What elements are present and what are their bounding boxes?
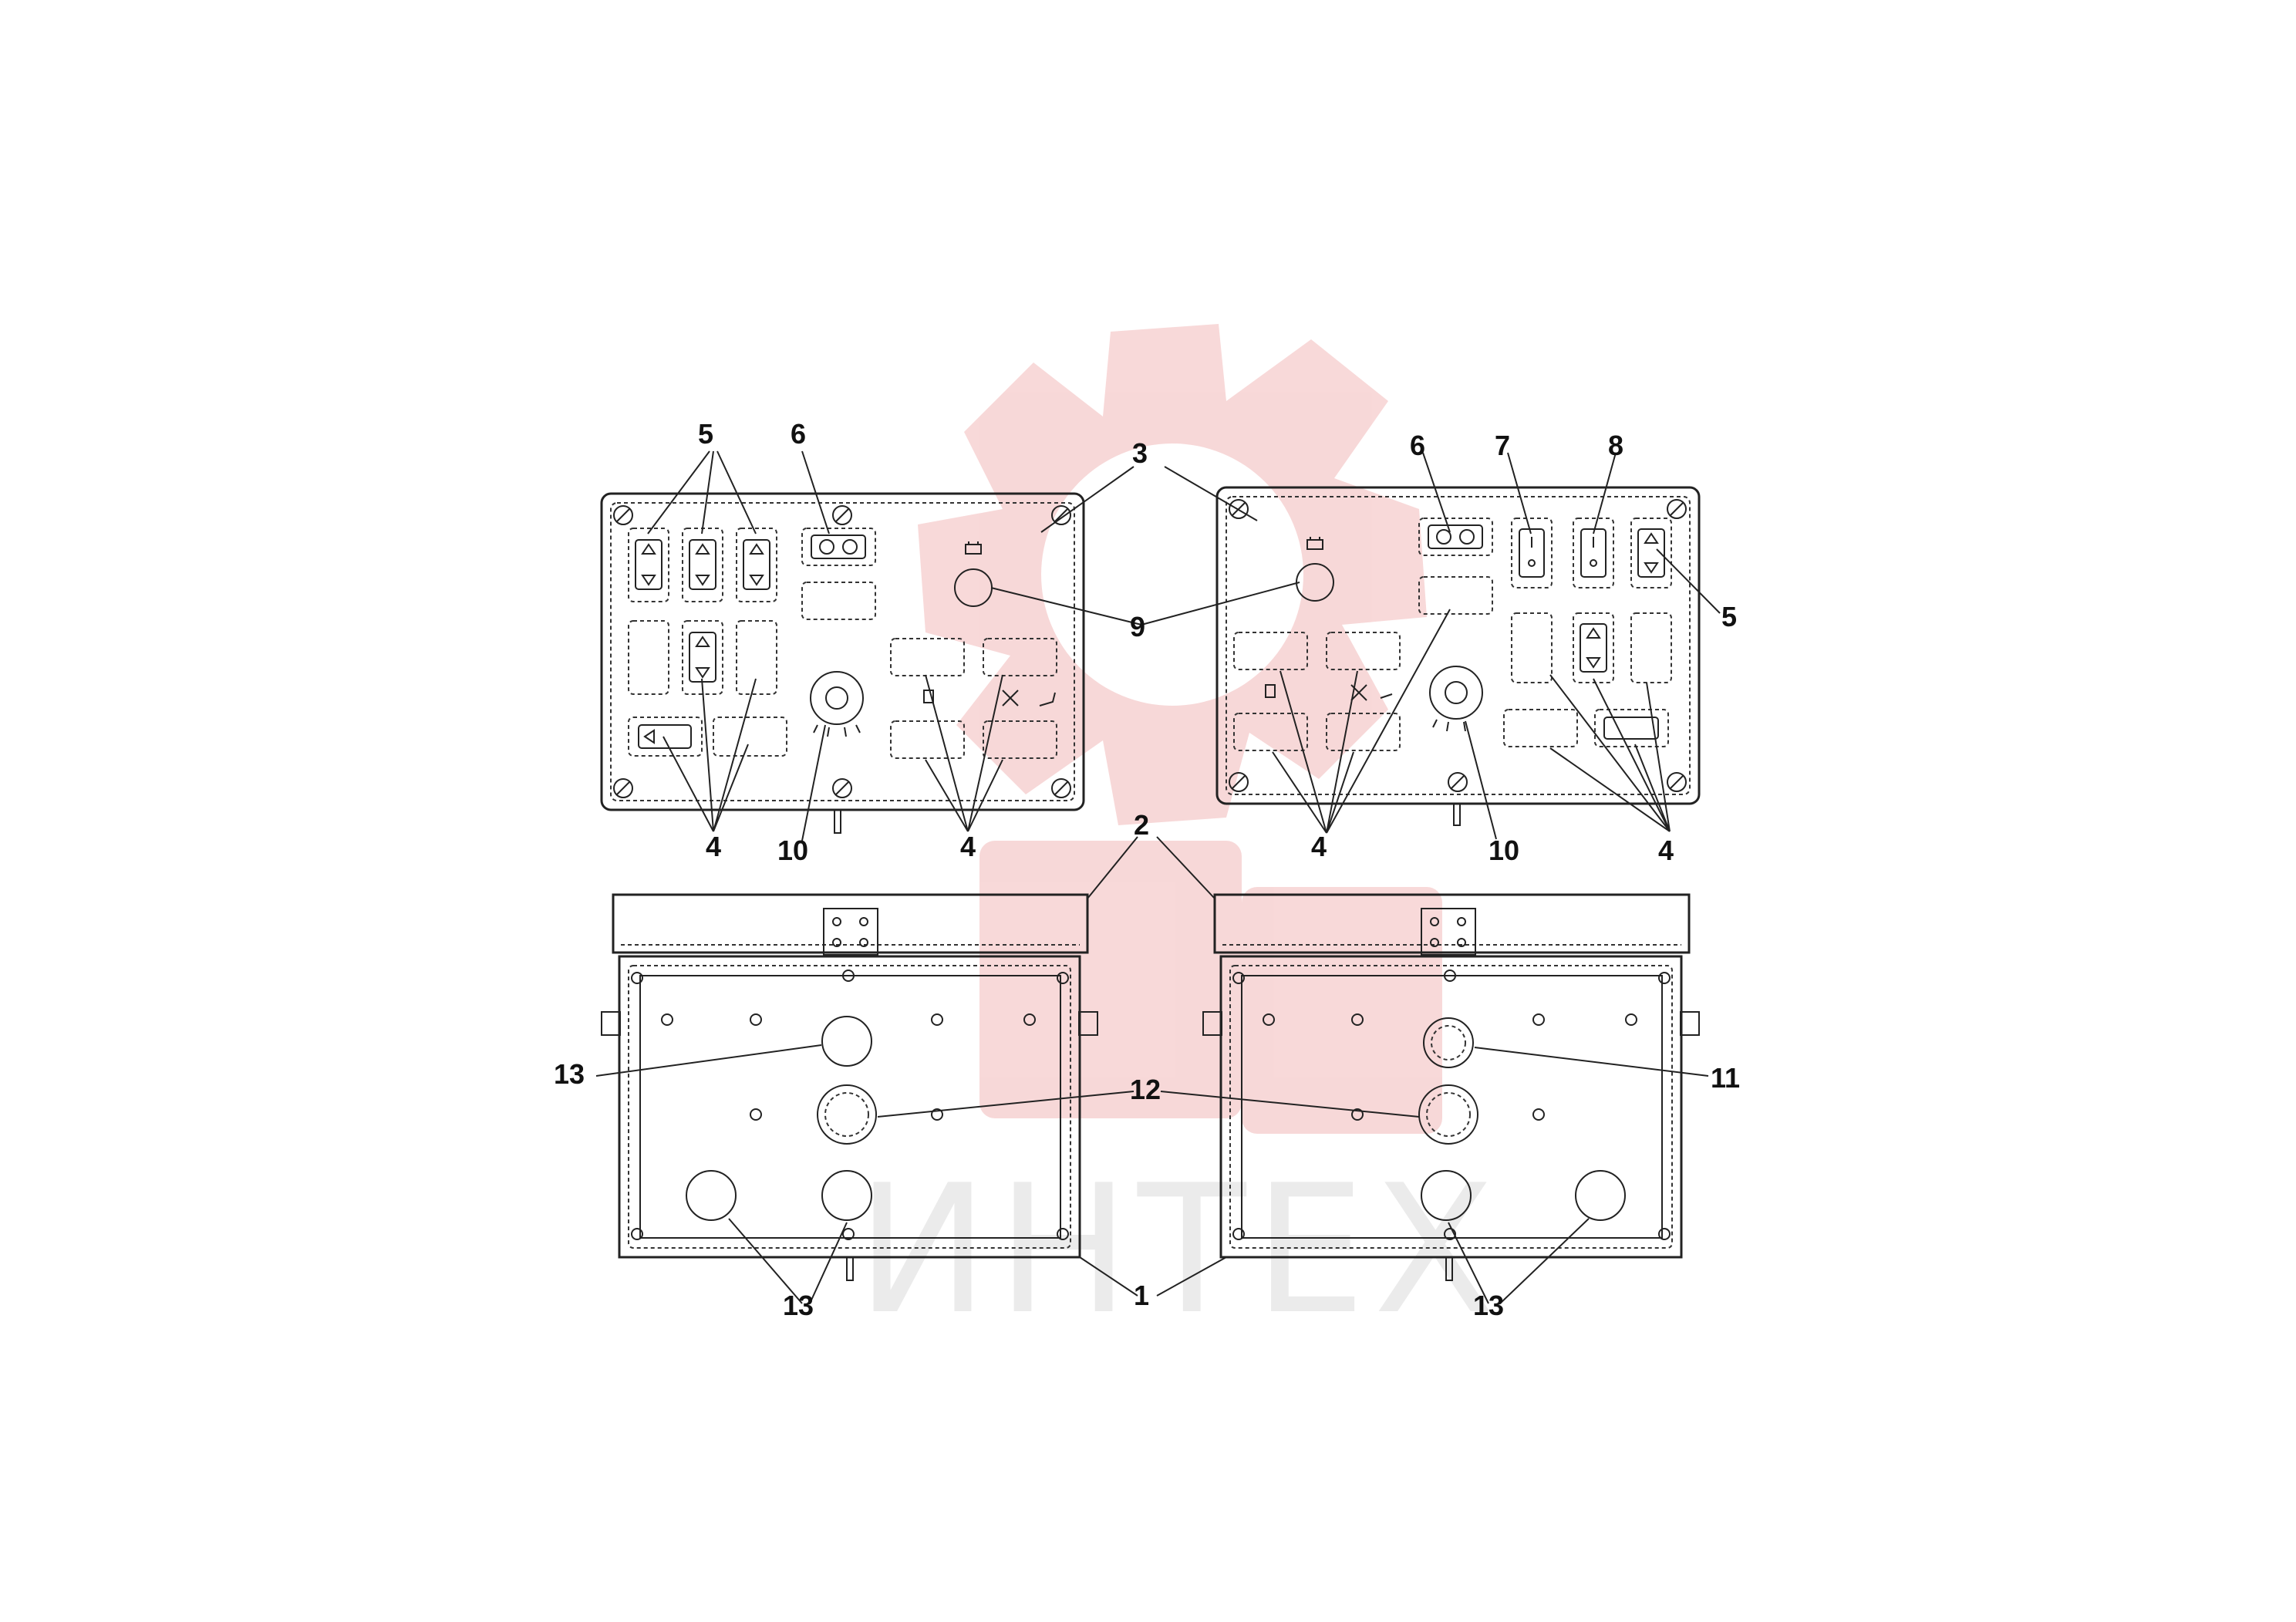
blank-plug — [821, 1170, 872, 1221]
callout-11: 11 — [1711, 1062, 1740, 1094]
connector-icon — [817, 1084, 877, 1145]
gear-lamp-icon — [810, 671, 864, 737]
screw-icon — [1051, 505, 1071, 525]
callout-8: 8 — [1608, 430, 1623, 461]
callout-13: 13 — [554, 1058, 585, 1090]
empty-slot — [1326, 713, 1401, 751]
callout-13: 13 — [1473, 1290, 1504, 1321]
screw-icon — [613, 505, 633, 525]
callout-4: 4 — [960, 831, 976, 862]
rocker-switch — [628, 528, 669, 602]
terminal-stub — [846, 1257, 854, 1281]
callout-6: 6 — [1410, 430, 1425, 461]
empty-slot — [983, 720, 1057, 759]
connector-icon — [1418, 1084, 1478, 1145]
empty-slot — [1503, 709, 1578, 747]
callout-5: 5 — [698, 418, 713, 450]
rocker-switch — [1630, 518, 1672, 588]
watermark: ИНТЕХ — [856, 324, 1502, 1354]
right-front-panel — [1215, 486, 1701, 826]
empty-slot — [736, 620, 777, 695]
toggle-switch — [1573, 518, 1614, 588]
small-connector-icon — [1423, 1017, 1474, 1068]
fuse-icon — [801, 528, 876, 566]
callout-10: 10 — [777, 835, 808, 866]
horizontal-switch — [1594, 709, 1669, 747]
callout-6: 6 — [791, 418, 806, 450]
screw-icon — [1448, 772, 1468, 792]
callout-10: 10 — [1489, 835, 1519, 866]
callout-9: 9 — [1130, 611, 1145, 642]
rocker-switch — [1573, 612, 1614, 683]
callout-12: 12 — [1130, 1074, 1161, 1105]
toggle-switch — [1511, 518, 1553, 588]
rocker-switch — [736, 528, 777, 602]
left-rear-panel — [601, 893, 1098, 1281]
screw-icon — [1051, 778, 1071, 798]
callout-13: 13 — [783, 1290, 814, 1321]
callout-4: 4 — [706, 831, 721, 862]
screw-icon — [1229, 772, 1249, 792]
empty-slot — [713, 717, 787, 757]
screw-icon — [1667, 772, 1687, 792]
callout-1: 1 — [1134, 1280, 1149, 1311]
fan-icon — [1002, 690, 1056, 706]
watermark-gear-icon — [918, 324, 1442, 1134]
blank-plug — [821, 1016, 872, 1067]
fuel-icon — [923, 690, 934, 703]
empty-slot — [801, 582, 876, 620]
blank-plug — [686, 1170, 737, 1221]
callout-7: 7 — [1495, 430, 1510, 461]
battery-icon — [1306, 537, 1323, 550]
empty-slot — [628, 620, 669, 695]
empty-slot — [1326, 632, 1401, 670]
battery-icon — [965, 541, 982, 555]
empty-slot — [890, 638, 965, 676]
empty-slot — [1233, 632, 1308, 670]
hinge-plate — [1421, 908, 1476, 956]
horizontal-switch — [628, 717, 703, 757]
callout-4: 4 — [1311, 831, 1327, 862]
leader-lines — [595, 450, 1721, 1304]
watermark-text: ИНТЕХ — [856, 1148, 1502, 1354]
terminal-stub — [1453, 804, 1461, 826]
callout-2: 2 — [1134, 809, 1149, 841]
left-front-panel — [600, 492, 1085, 834]
empty-slot — [1233, 713, 1308, 751]
hinge-plate — [823, 908, 878, 956]
fuel-icon — [1265, 684, 1276, 698]
empty-slot — [890, 720, 965, 759]
empty-slot — [983, 638, 1057, 676]
blank-plug — [1575, 1170, 1626, 1221]
gear-lamp-icon — [1429, 666, 1483, 732]
empty-slot — [1630, 612, 1672, 683]
screw-icon — [1667, 499, 1687, 519]
blank-plug — [1421, 1170, 1472, 1221]
callout-4: 4 — [1658, 835, 1674, 866]
callout-labels: 5 6 3 9 4 10 4 6 7 8 5 4 10 4 2 13 12 11… — [554, 418, 1740, 1321]
terminal-stub — [1445, 1257, 1453, 1281]
right-rear-panel — [1202, 893, 1700, 1281]
rocker-switch — [682, 528, 723, 602]
callout-3: 3 — [1132, 437, 1148, 469]
screw-icon — [832, 778, 852, 798]
callout-5: 5 — [1721, 601, 1737, 632]
empty-slot — [1511, 612, 1553, 683]
screw-icon — [613, 778, 633, 798]
terminal-stub — [834, 810, 841, 834]
fuse-icon — [1418, 518, 1493, 556]
screw-icon — [832, 505, 852, 525]
indicator-lamp — [1296, 563, 1334, 602]
empty-slot — [1418, 576, 1493, 615]
